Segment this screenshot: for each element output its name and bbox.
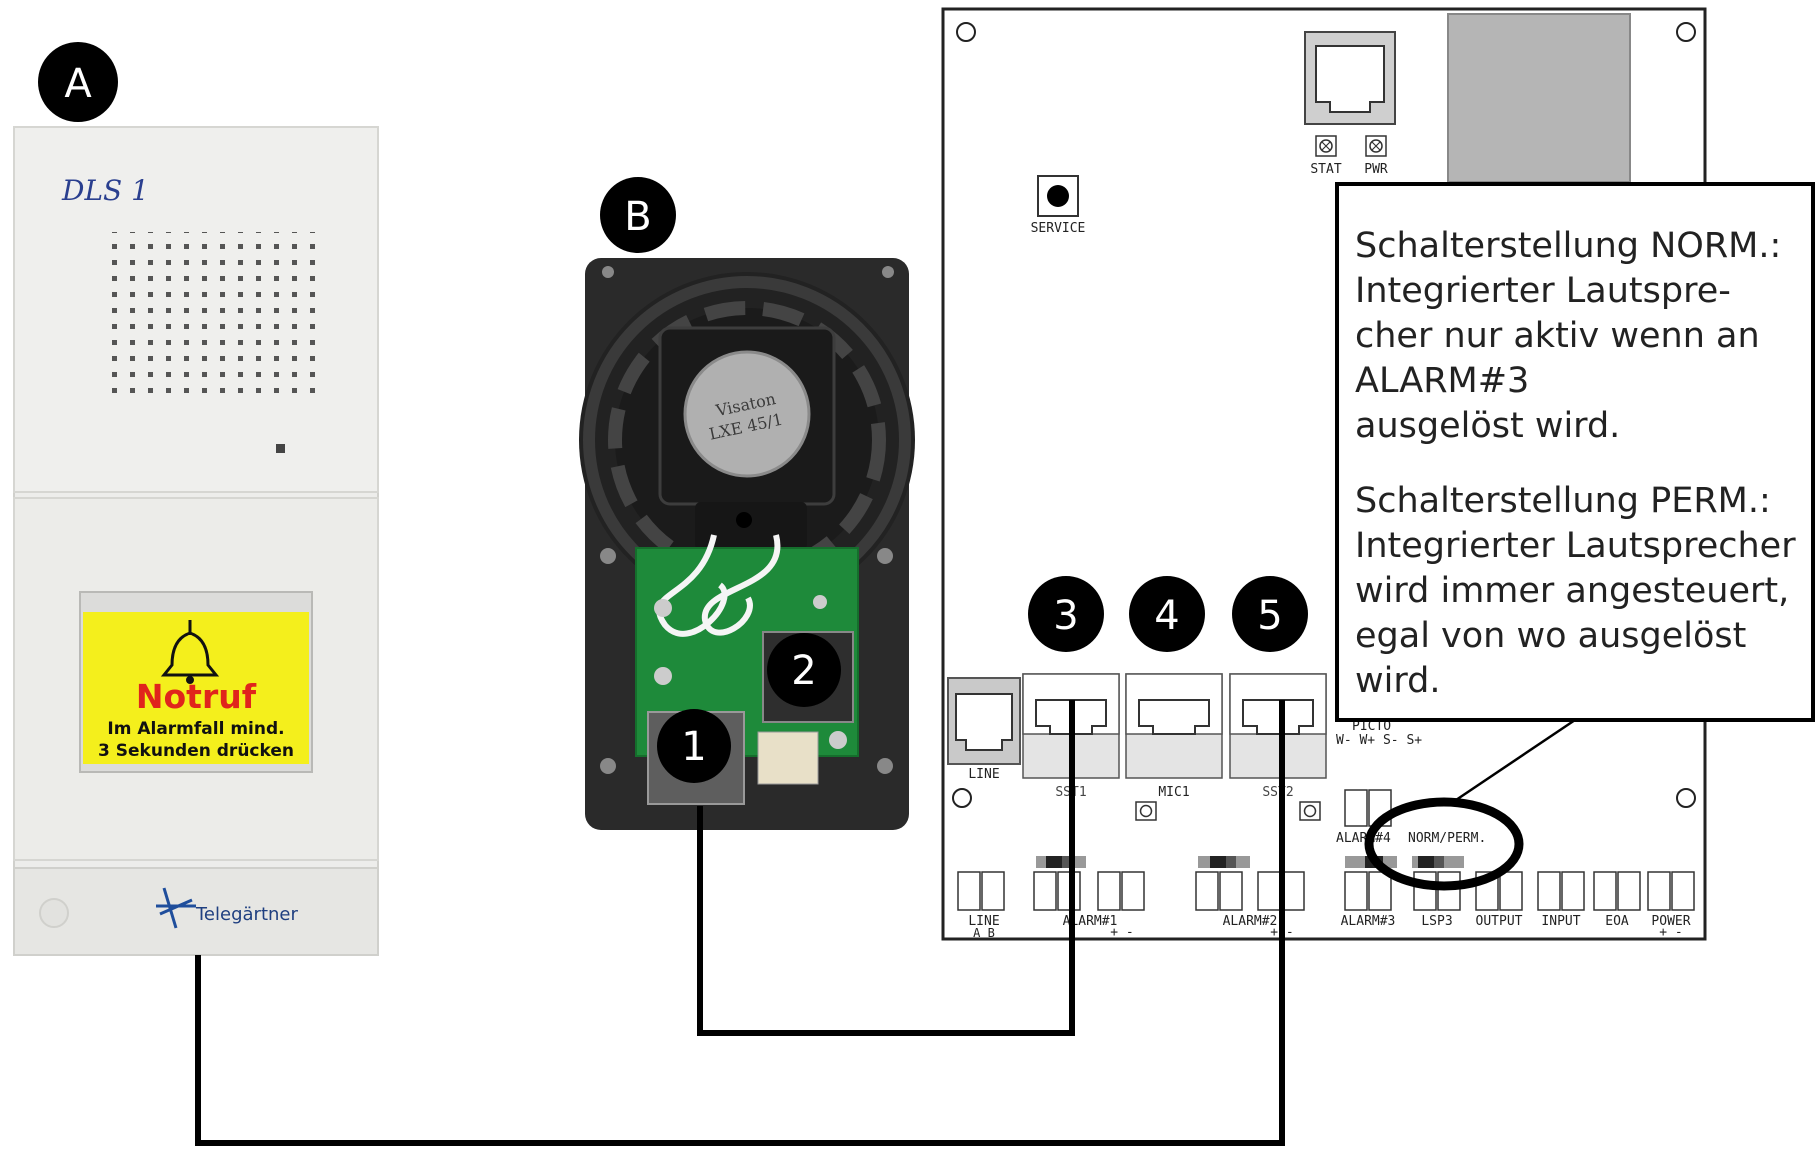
status-jack [1304,31,1396,125]
wire-speaker-to-sst1 [697,700,1075,1036]
pwr-led [1365,135,1387,157]
alarm2-terminal [1195,871,1305,911]
picto-pins: W- W+ S- S+ [1336,733,1422,748]
sst2-label: SST2 [1262,785,1293,800]
power-polarity: + - [1659,925,1682,940]
norm-perm-highlight-ring [1364,797,1524,891]
notruf-line-1: Im Alarmfall mind. [107,719,284,739]
wire-device-to-sst2 [195,700,1285,1146]
mic1-led [1135,801,1157,821]
power-label: POWER [1651,914,1690,929]
brand-logo-icon [156,887,196,929]
norm-perm-switch[interactable] [1412,856,1464,868]
badge-a: A [38,42,118,122]
norm-line: Integrierter Lautspre- [1355,271,1731,311]
transformer-block [1447,13,1631,183]
eoa-label: EOA [1605,914,1629,929]
notruf-title: Notruf [136,677,257,716]
alarm1-polarity: + - [1110,925,1133,940]
perm-line: wird immer angesteuert, [1355,571,1790,611]
svg-text:2: 2 [791,648,816,694]
speaker-module-b: Visaton LXE 45/1 [579,258,915,830]
speaker-grille [106,232,322,400]
service-button[interactable] [1037,175,1079,217]
lsp3-label: LSP3 [1421,914,1452,929]
svg-text:5: 5 [1257,593,1282,639]
mic1-jack [1125,673,1223,779]
perm-line: wird. [1355,661,1441,701]
perm-line: egal von wo ausgelöst [1355,616,1747,656]
alarm4-terminal [1344,789,1392,827]
jumper-alarm1 [1036,856,1086,868]
norm-perm-label: NORM/PERM. [1408,831,1486,846]
notruf-button[interactable]: Notruf Im Alarmfall mind. 3 Sekunden drü… [79,591,313,773]
jumper-alarm2 [1198,856,1250,868]
service-label: SERVICE [1031,221,1086,236]
status-led [276,444,285,453]
alarm4-label: ALARM#4 [1336,831,1391,846]
alarm3-label: ALARM#3 [1341,914,1396,929]
notruf-line-2: 3 Sekunden drücken [98,741,294,761]
badge-3: 3 [1028,576,1104,652]
eoa-terminal [1593,871,1641,911]
callout-pointer [1455,716,1579,802]
svg-text:B: B [624,194,651,240]
mic1-label: MIC1 [1158,785,1189,800]
norm-line: ausgelöst wird. [1355,406,1621,446]
svg-text:3: 3 [1053,593,1078,639]
device-model-label: DLS 1 [61,174,149,207]
alarm1-label: ALARM#1 [1063,914,1118,929]
badge-4: 4 [1129,576,1205,652]
pwr-label: PWR [1364,162,1388,177]
picto-label: PICTO [1352,719,1391,734]
output-label: OUTPUT [1476,914,1523,929]
sst2-led [1299,801,1321,821]
line-terminal-label: LINE [968,914,999,929]
power-terminal [1647,871,1695,911]
line-jack [947,677,1021,765]
norm-line: Schalterstellung NORM.: [1355,226,1782,266]
stat-label: STAT [1310,162,1341,177]
wiring [195,700,1285,1146]
norm-line: ALARM#3 [1355,361,1530,401]
svg-text:4: 4 [1154,593,1179,639]
perm-line: Schalterstellung PERM.: [1355,481,1771,521]
perm-line: Integrierter Lautsprecher [1355,526,1796,566]
norm-description: Schalterstellung NORM.: Integrierter Lau… [1355,224,1789,449]
switch-position-callout: Schalterstellung NORM.: Integrierter Lau… [1335,182,1815,722]
badge-1: 1 [657,709,731,783]
input-terminal [1537,871,1585,911]
line-terminal-ab: A B [973,926,995,940]
badge-b: B [600,177,676,253]
device-a-emergency-call-unit: DLS 1 Notruf Im Alarmfall mind. 3 Sekund… [13,126,379,956]
line-jack-label: LINE [968,767,999,782]
alarm2-label: ALARM#2 [1223,914,1278,929]
perm-description: Schalterstellung PERM.: Integrierter Lau… [1355,479,1796,704]
bell-icon [160,620,220,684]
badge-5: 5 [1232,576,1308,652]
alarm3-terminal [1344,871,1392,911]
svg-text:1: 1 [681,724,706,770]
norm-line: cher nur aktiv wenn an [1355,316,1760,356]
svg-text:A: A [64,61,92,107]
stat-led [1315,135,1337,157]
input-label: INPUT [1541,914,1580,929]
line-terminal [957,871,1005,911]
brand-label: Telegärtner [195,904,298,925]
sst2-jack [1229,673,1327,779]
badge-2: 2 [767,633,841,707]
